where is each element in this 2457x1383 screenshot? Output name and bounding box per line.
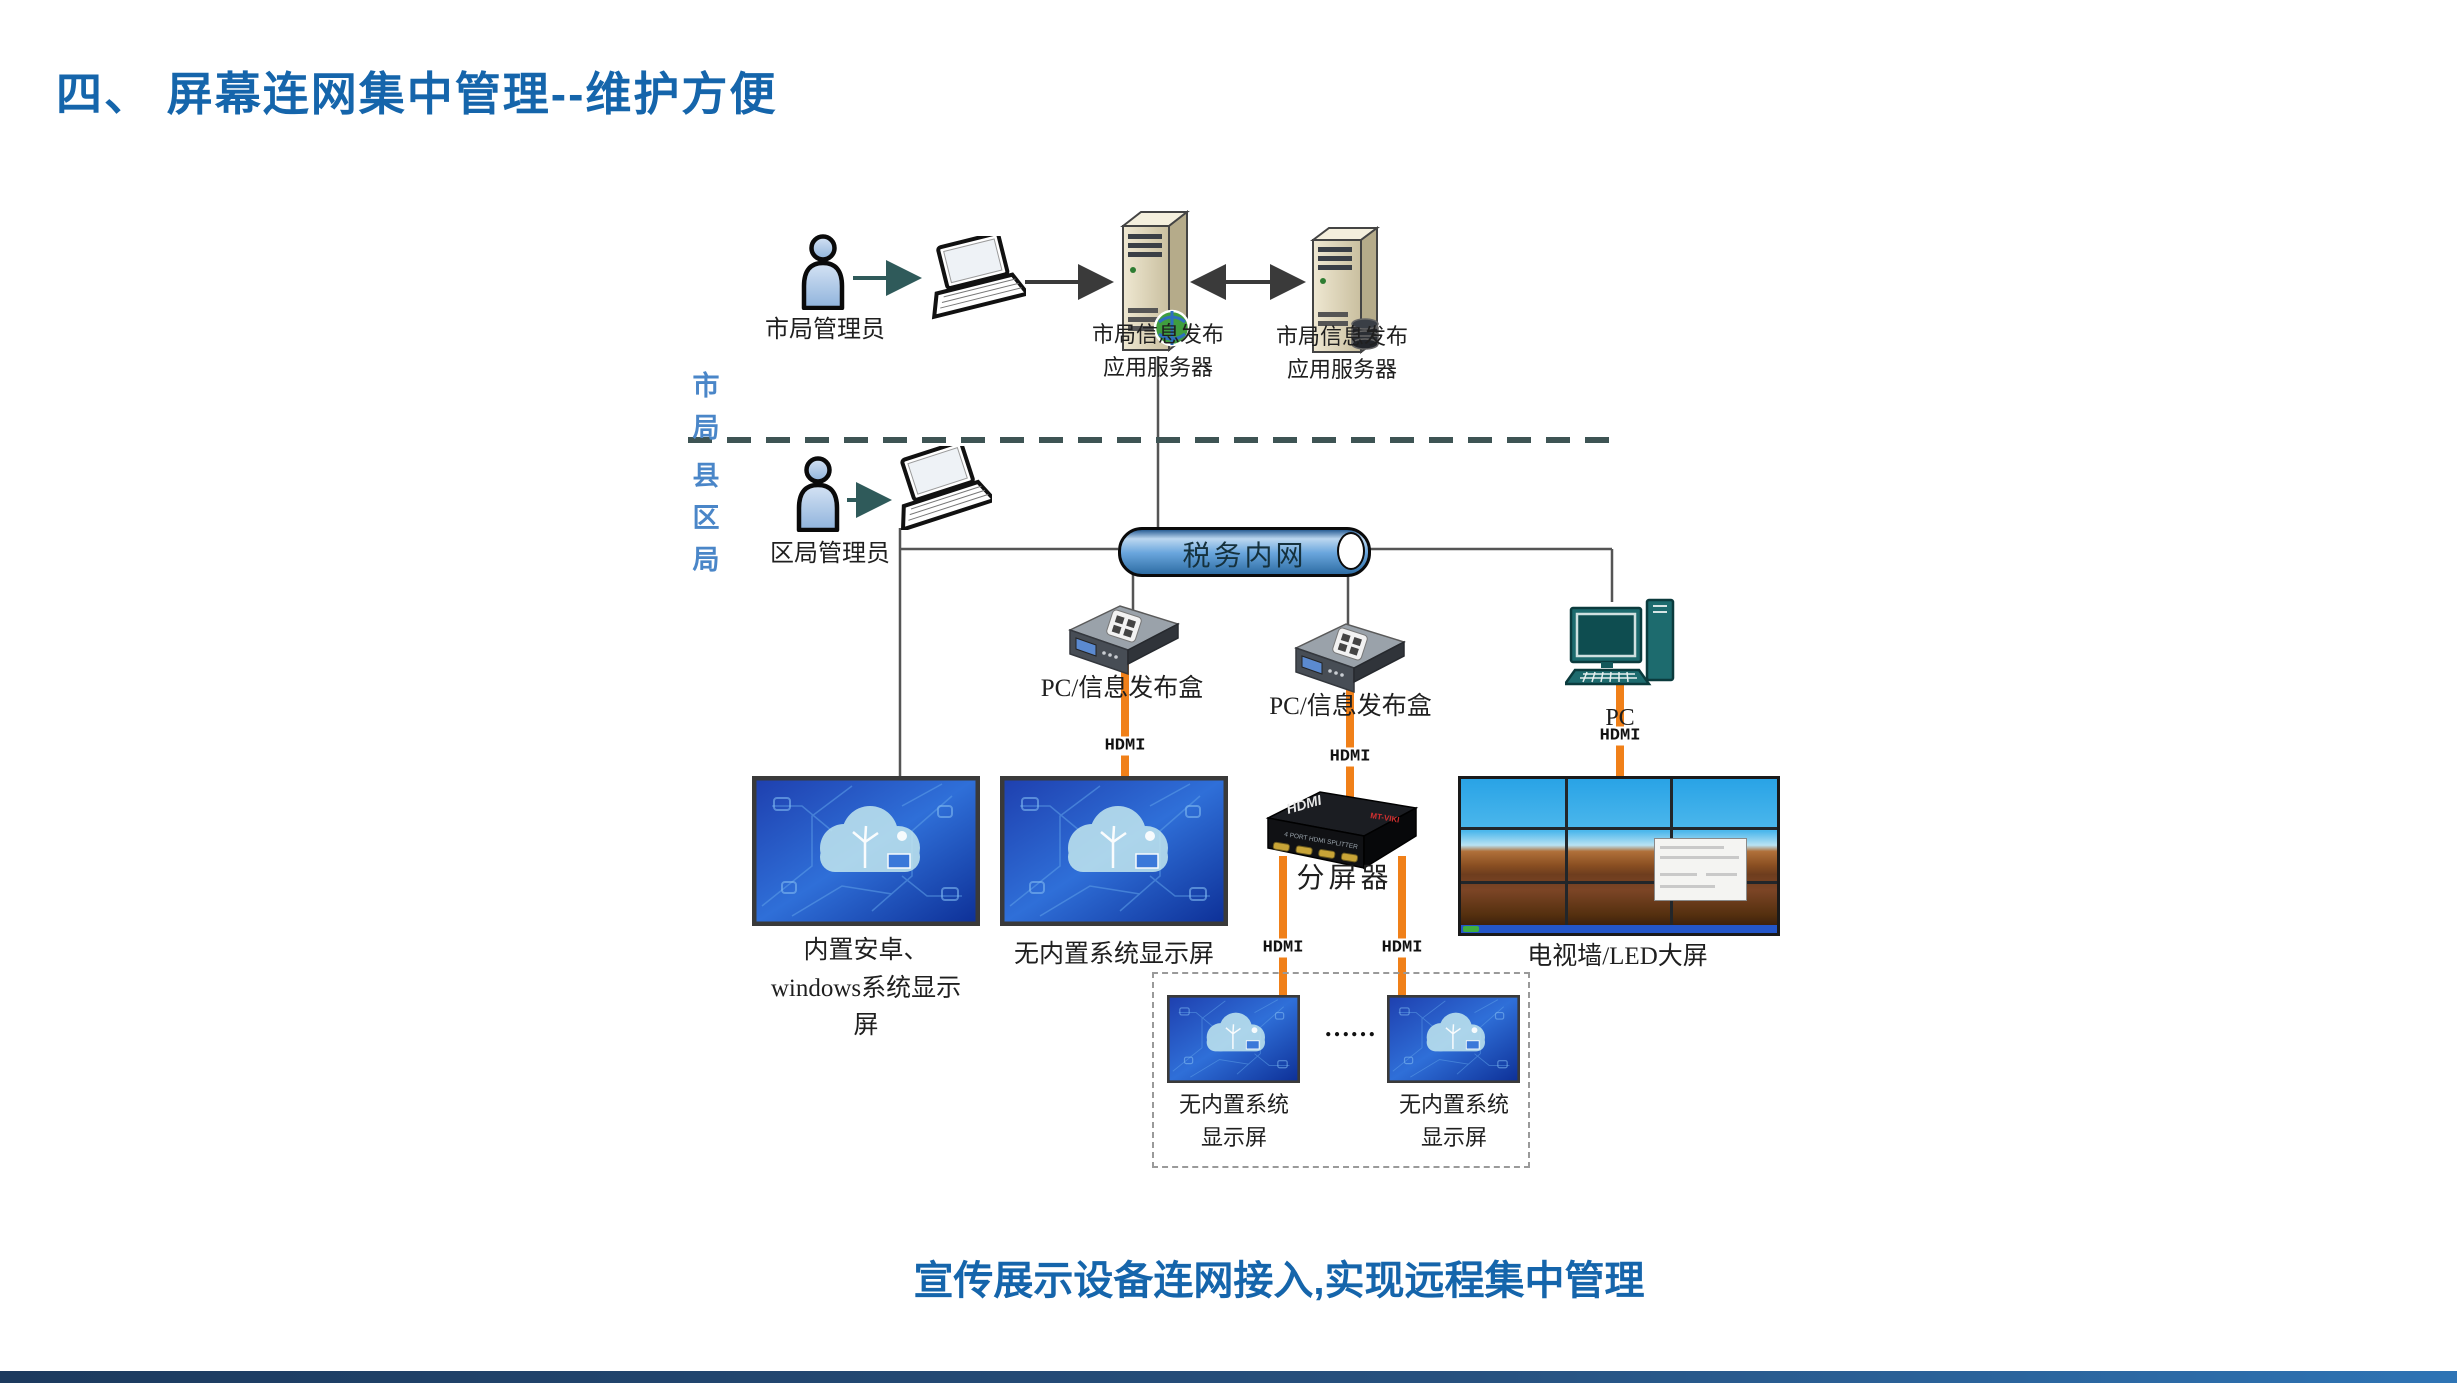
globe-icon xyxy=(1153,309,1191,347)
builtin-screen-label: 内置安卓、 windows系统显示 屏 xyxy=(770,937,962,1039)
footer-statement: 宣传展示设备连网接入,实现远程集中管理 xyxy=(913,1259,1645,1303)
hdmi-splitter-icon: HDMI MT-VIKI 4 PORT HDMI SPLITTER xyxy=(1265,791,1419,870)
nobuiltin-screen xyxy=(1000,776,1228,926)
zone-label-city: 市 局 xyxy=(692,371,720,443)
splitter-label: 分屏器 xyxy=(1296,863,1393,894)
small-screen1-label: 无内置系统 显示屏 xyxy=(1178,1092,1289,1150)
pc-icon xyxy=(1565,598,1675,686)
laptop-icon xyxy=(900,446,992,530)
server2-label: 市局信息发布 应用服务器 xyxy=(1275,324,1408,382)
pipe-end-cap xyxy=(1337,532,1365,570)
page-title: 四、 屏幕连网集中管理--维护方便 xyxy=(56,68,778,120)
app-server-icon xyxy=(1120,209,1191,353)
hdmi-tag: HDMI xyxy=(1326,747,1374,767)
hdmi-tag: HDMI xyxy=(1259,938,1307,958)
expansion-group-box xyxy=(1152,972,1530,1168)
hdmi-tag: HDMI xyxy=(1596,726,1644,746)
tv-wall-label: 电视墙/LED大屏 xyxy=(1527,943,1708,970)
publish-box1-label: PC/信息发布盒 xyxy=(1040,675,1204,702)
city-admin-label: 市局管理员 xyxy=(765,317,885,343)
builtin-screen xyxy=(752,776,980,926)
person-icon xyxy=(801,234,845,310)
tvwall-bezel xyxy=(1461,880,1777,884)
publish-box-icon xyxy=(1294,623,1406,694)
hdmi-ports xyxy=(1272,841,1359,863)
server1-label: 市局信息发布 应用服务器 xyxy=(1091,322,1224,380)
dialog-window xyxy=(1653,837,1748,902)
ellipsis-text: …… xyxy=(1324,1013,1376,1042)
intranet-label: 税务内网 xyxy=(1182,541,1307,572)
disk-stack-icon xyxy=(1351,318,1379,350)
hdmi-tag: HDMI xyxy=(1378,938,1426,958)
small-screen xyxy=(1167,995,1300,1083)
hdmi-tag: HDMI xyxy=(1101,736,1149,756)
zone-label-district: 县 区 局 xyxy=(692,461,720,575)
tvwall-bezel xyxy=(1461,826,1777,830)
tv-wall xyxy=(1458,776,1780,936)
publish-box2-label: PC/信息发布盒 xyxy=(1269,693,1432,720)
publish-box-icon xyxy=(1068,605,1180,676)
footer-bar xyxy=(0,1371,2457,1383)
small-screen2-label: 无内置系统 显示屏 xyxy=(1398,1092,1509,1150)
start-button xyxy=(1463,926,1479,932)
district-admin-label: 区局管理员 xyxy=(770,541,890,567)
db-server-icon xyxy=(1310,226,1380,354)
laptop-icon xyxy=(931,236,1026,320)
tvwall-bezel xyxy=(1565,779,1569,933)
taskbar xyxy=(1461,925,1777,933)
small-screen xyxy=(1387,995,1520,1083)
intranet-pipe: 税务内网 xyxy=(1118,527,1371,577)
nobuiltin-screen-label: 无内置系统显示屏 xyxy=(1013,941,1214,968)
person-icon xyxy=(796,456,840,532)
